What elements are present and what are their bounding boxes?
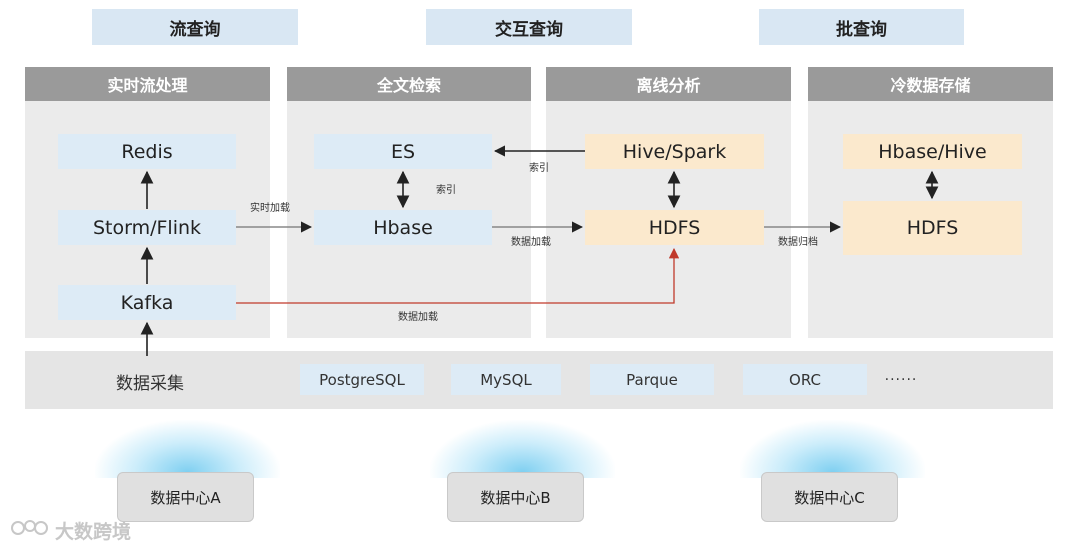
node-hbase: Hbase xyxy=(314,210,492,245)
label-data-archive: 数据归档 xyxy=(778,237,818,248)
source-orc: ORC xyxy=(743,364,867,395)
datacenter-a: 数据中心A xyxy=(117,472,254,522)
label-data-load-hbase: 数据加载 xyxy=(511,237,551,248)
column-title: 冷数据存储 xyxy=(808,67,1053,101)
category-stream-query: 流查询 xyxy=(92,9,298,45)
column-title: 实时流处理 xyxy=(25,67,270,101)
node-hdfs-cold: HDFS xyxy=(843,201,1022,255)
more-sources-ellipsis: ······ xyxy=(884,372,918,388)
node-hbase-hive: Hbase/Hive xyxy=(843,134,1022,169)
label-index-horizontal: 索引 xyxy=(529,163,549,174)
source-parque: Parque xyxy=(590,364,714,395)
arrow-kafka-to-hdfs xyxy=(236,247,680,304)
node-kafka: Kafka xyxy=(58,285,236,320)
logo-icon xyxy=(10,517,50,544)
glow-datacenter-b xyxy=(430,420,615,478)
datacenter-c: 数据中心C xyxy=(761,472,898,522)
label-data-load-kafka: 数据加载 xyxy=(398,312,438,323)
node-es: ES xyxy=(314,134,492,169)
label-index-vertical: 索引 xyxy=(436,185,456,196)
label-realtime-load: 实时加载 xyxy=(250,203,290,214)
data-collection-label: 数据采集 xyxy=(116,373,184,394)
node-storm-flink: Storm/Flink xyxy=(58,210,236,245)
watermark-text: 大数跨境 xyxy=(55,520,132,543)
node-redis: Redis xyxy=(58,134,236,169)
category-interactive-query: 交互查询 xyxy=(426,9,632,45)
source-postgresql: PostgreSQL xyxy=(300,364,424,395)
category-batch-query: 批查询 xyxy=(759,9,964,45)
datacenter-b: 数据中心B xyxy=(447,472,584,522)
node-hdfs-offline: HDFS xyxy=(585,210,764,245)
watermark: 大数跨境 xyxy=(10,516,131,544)
glow-datacenter-a xyxy=(95,420,280,478)
glow-datacenter-c xyxy=(740,420,925,478)
node-hive-spark: Hive/Spark xyxy=(585,134,764,169)
column-title: 全文检索 xyxy=(287,67,531,101)
source-mysql: MySQL xyxy=(451,364,561,395)
column-title: 离线分析 xyxy=(546,67,791,101)
